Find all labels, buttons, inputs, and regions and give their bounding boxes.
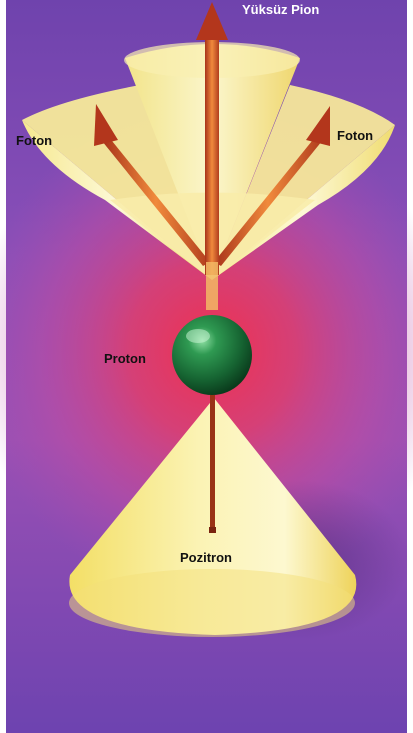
- positron-track: [210, 395, 215, 532]
- positron-track-end: [209, 527, 216, 533]
- label-positron: Pozitron: [180, 550, 232, 565]
- label-proton: Proton: [104, 351, 146, 366]
- label-photon-right: Foton: [337, 128, 373, 143]
- proton-sphere: [172, 315, 252, 395]
- label-neutral-pion: Yüksüz Pion: [242, 2, 319, 17]
- label-photon-left: Foton: [16, 133, 52, 148]
- decay-stem: [206, 262, 218, 310]
